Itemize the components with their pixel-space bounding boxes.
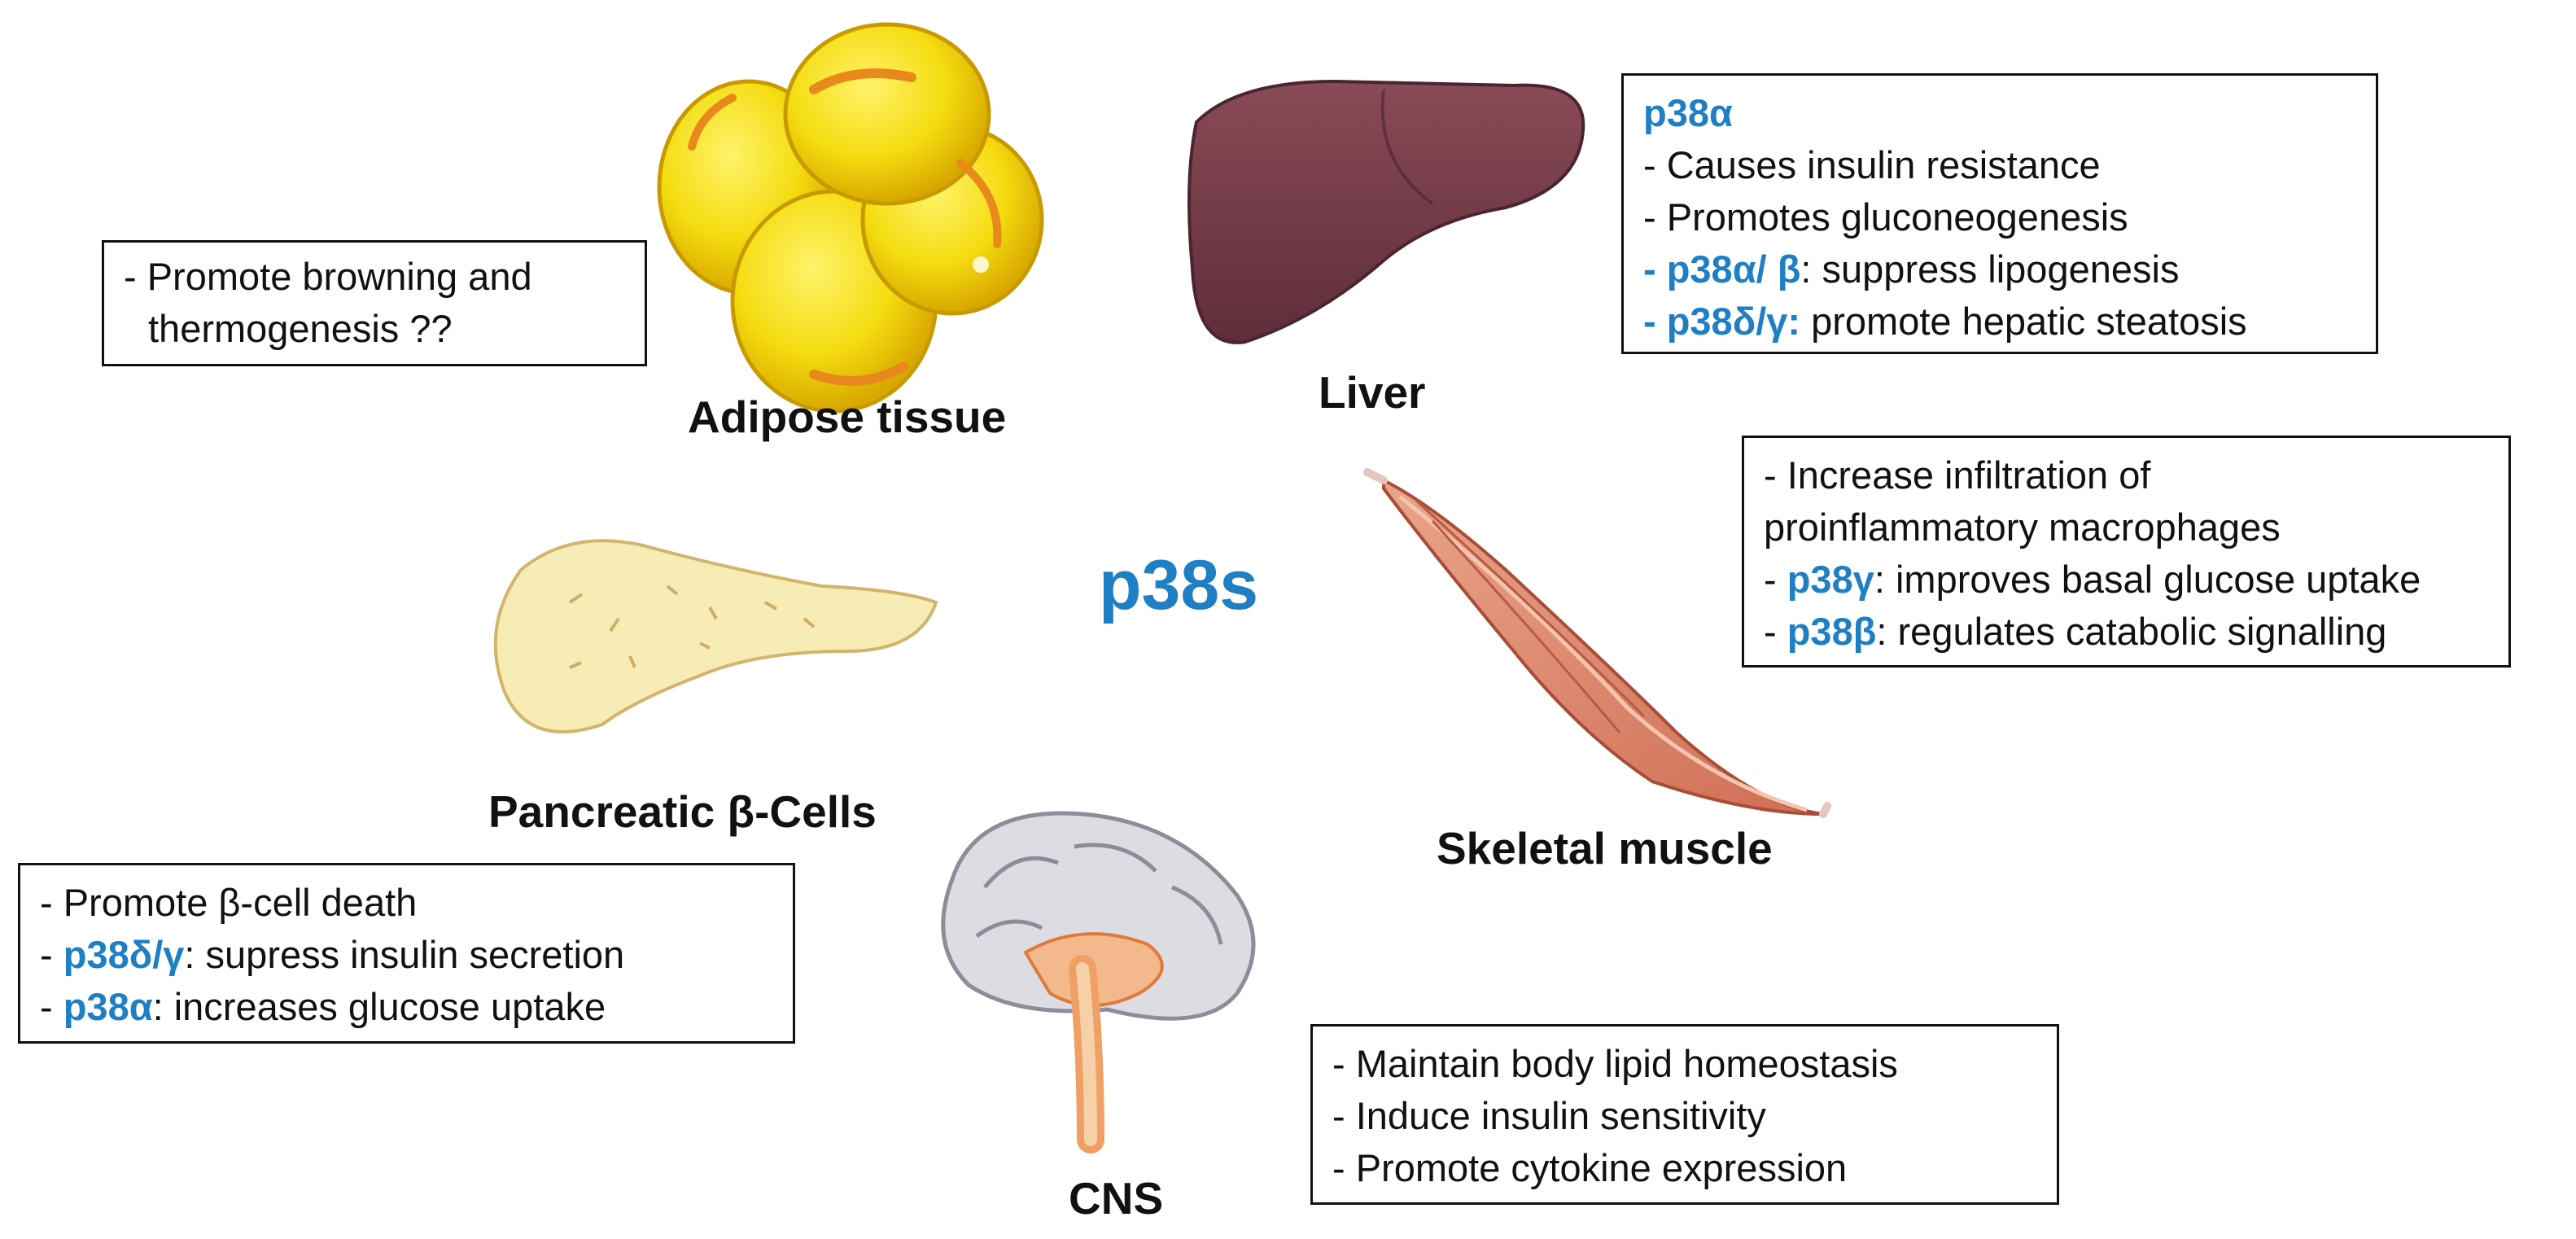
muscle-line-3-text: : improves basal glucose uptake (1874, 558, 2421, 601)
muscle-line-3-dash: - (1764, 558, 1787, 601)
adipose-cells-illustration (657, 22, 1044, 414)
adipose-effect-line-2: thermogenesis ?? (148, 307, 453, 350)
liver-line-4-isoform: - p38δ/γ: (1643, 300, 1801, 343)
liver-line-4-text: promote hepatic steatosis (1800, 300, 2247, 343)
cns-effect-line-3: - Promote cytokine expression (1332, 1146, 1848, 1189)
muscle-line-4-isoform: p38β (1787, 610, 1877, 653)
liver-line-3-isoform: - p38α/ β (1643, 247, 1801, 291)
pancreas-line-3-text: : increases glucose uptake (152, 985, 606, 1028)
liver-effects-box: p38α - Causes insulin resistance - Promo… (1621, 73, 2378, 354)
pancreas-illustration (493, 539, 938, 733)
pancreas-line-3-dash: - (40, 985, 63, 1028)
liver-effect-line-1: - Causes insulin resistance (1643, 143, 2101, 186)
liver-effect-line-2: - Promotes gluconeogenesis (1643, 195, 2128, 239)
muscle-illustration (1363, 468, 1831, 818)
muscle-effects-box: - Increase infiltration of proinflammato… (1742, 436, 2511, 668)
cns-label: CNS (1069, 1173, 1164, 1224)
muscle-effect-line-3: - p38γ: improves basal glucose uptake (1764, 554, 2489, 606)
adipose-tissue-label: Adipose tissue (688, 392, 1007, 442)
liver-box-heading: p38α (1643, 91, 1733, 134)
liver-illustration (1187, 79, 1585, 344)
liver-label: Liver (1319, 367, 1426, 418)
pancreas-line-2-text: : supress insulin secretion (184, 933, 625, 976)
pancreas-line-2-isoform: p38δ/γ (63, 933, 185, 976)
liver-effect-line-4: - p38δ/γ: promote hepatic steatosis (1643, 296, 2356, 348)
muscle-effect-line-4: - p38β: regulates catabolic signalling (1764, 606, 2489, 658)
adipose-effects-box: - Promote browning and thermogenesis ?? (102, 240, 647, 366)
muscle-effect-line-2: proinflammatory macrophages (1764, 506, 2281, 549)
pancreas-effects-box: - Promote β-cell death - p38δ/γ: supress… (18, 863, 795, 1044)
liver-effect-line-3: - p38α/ β: suppress lipogenesis (1643, 243, 2356, 296)
muscle-line-4-dash: - (1764, 610, 1787, 653)
muscle-line-4-text: : regulates catabolic signalling (1876, 610, 2387, 653)
brain-illustration (941, 811, 1256, 1154)
cns-effects-box: - Maintain body lipid homeostasis - Indu… (1310, 1024, 2059, 1205)
cns-effect-line-1: - Maintain body lipid homeostasis (1332, 1042, 1898, 1085)
pancreas-effect-line-2: - p38δ/γ: supress insulin secretion (40, 929, 773, 981)
adipose-effect-line-1: - Promote browning and (124, 255, 532, 298)
liver-line-3-text: : suppress lipogenesis (1800, 247, 2180, 291)
muscle-line-3-isoform: p38γ (1787, 558, 1874, 601)
center-label: p38s (1099, 546, 1259, 624)
pancreas-effect-line-3: - p38α: increases glucose uptake (40, 981, 773, 1033)
cns-effect-line-2: - Induce insulin sensitivity (1332, 1094, 1766, 1137)
pancreas-line-2-dash: - (40, 933, 63, 976)
pancreatic-beta-cells-label: Pancreatic β-Cells (488, 786, 877, 837)
pancreas-effect-line-1: - Promote β-cell death (40, 881, 418, 924)
skeletal-muscle-label: Skeletal muscle (1437, 823, 1773, 873)
muscle-effect-line-1: - Increase infiltration of (1764, 453, 2151, 497)
pancreas-line-3-isoform: p38α (63, 985, 153, 1028)
